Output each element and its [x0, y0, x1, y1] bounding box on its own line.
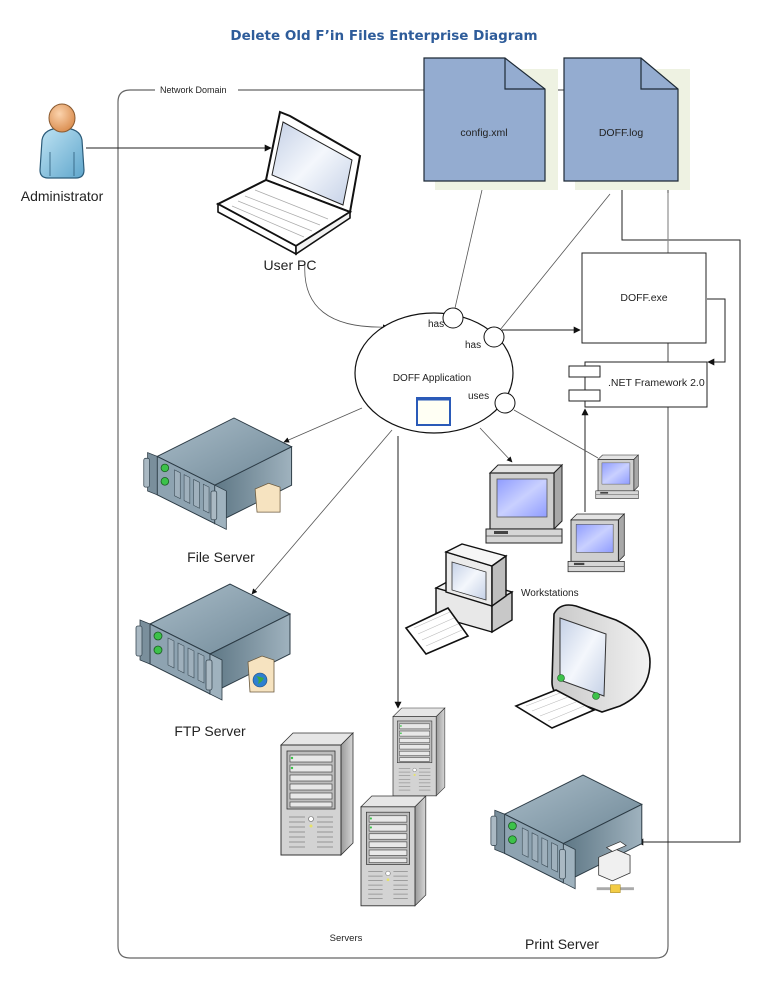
document-icon — [423, 57, 558, 190]
user-pc-label: User PC — [264, 257, 317, 273]
servers-group[interactable]: Servers — [280, 707, 446, 944]
administrator-node[interactable]: Administrator — [21, 103, 104, 204]
edge-log-to-port — [499, 193, 611, 331]
diagram-title: Delete Old F’in Files Enterprise Diagram — [230, 28, 537, 44]
port-has-config-label: has — [428, 319, 444, 330]
net-framework-label: .NET Framework 2.0 — [608, 377, 705, 389]
person-icon — [39, 103, 85, 179]
user-pc-node[interactable]: User PC — [215, 110, 362, 273]
workstations-group[interactable]: Workstations — [404, 454, 651, 729]
edge-app-to-fileserver — [283, 407, 363, 443]
rack-server-icon — [143, 417, 293, 530]
desktop-pc-icon — [404, 543, 514, 655]
workstation-icon — [595, 454, 639, 500]
edge-userpc-to-app — [304, 261, 389, 330]
rack-server-icon — [135, 583, 291, 701]
doff-exe-node[interactable]: DOFF.exe — [581, 252, 707, 344]
document-icon — [563, 57, 690, 190]
port-has-exe[interactable]: has — [465, 326, 505, 351]
config-file-node[interactable]: config.xml — [423, 57, 558, 190]
workstation-icon — [567, 513, 625, 573]
port-uses-framework-label: uses — [468, 391, 489, 402]
tower-server-icon — [392, 707, 446, 797]
rack-server-icon — [490, 774, 643, 893]
ftp-server-node[interactable]: FTP Server — [135, 583, 291, 739]
doff-exe-label: DOFF.exe — [620, 292, 667, 304]
edges — [86, 144, 741, 846]
print-server-node[interactable]: Print Server — [490, 774, 643, 952]
edge-app-to-ftpserver — [251, 429, 393, 595]
edge-uses-to-workstation — [513, 409, 599, 459]
log-file-label: DOFF.log — [599, 127, 644, 139]
log-file-node[interactable]: DOFF.log — [563, 57, 690, 190]
tower-server-icon — [280, 732, 354, 856]
administrator-label: Administrator — [21, 188, 104, 204]
laptop-icon — [215, 110, 362, 256]
edge-log-to-printserver — [621, 180, 741, 846]
net-framework-node[interactable]: .NET Framework 2.0 — [568, 361, 708, 408]
doff-app-node[interactable]: DOFF Application — [354, 312, 514, 434]
servers-label: Servers — [330, 933, 363, 944]
port-has-config[interactable]: has — [428, 307, 464, 330]
file-server-node[interactable]: File Server — [143, 417, 293, 565]
port-has-exe-label: has — [465, 340, 481, 351]
ftp-server-label: FTP Server — [174, 723, 246, 739]
workstation-icon — [485, 464, 563, 544]
port-uses-framework[interactable]: uses — [468, 391, 516, 414]
imac-workstation-icon — [514, 604, 651, 729]
tower-server-icon — [360, 795, 427, 907]
network-domain-label: Network Domain — [160, 85, 227, 95]
printer-icon — [596, 841, 634, 893]
workstations-label: Workstations — [521, 588, 579, 599]
component-icon — [568, 365, 601, 402]
window-icon — [416, 397, 451, 426]
edge-app-to-workstation — [479, 427, 513, 463]
edge-config-to-port — [454, 189, 483, 309]
config-file-label: config.xml — [460, 127, 507, 139]
print-server-label: Print Server — [525, 936, 599, 952]
file-server-label: File Server — [187, 549, 255, 565]
doff-app-label: DOFF Application — [393, 373, 471, 384]
edge-exe-to-framework — [707, 298, 726, 366]
